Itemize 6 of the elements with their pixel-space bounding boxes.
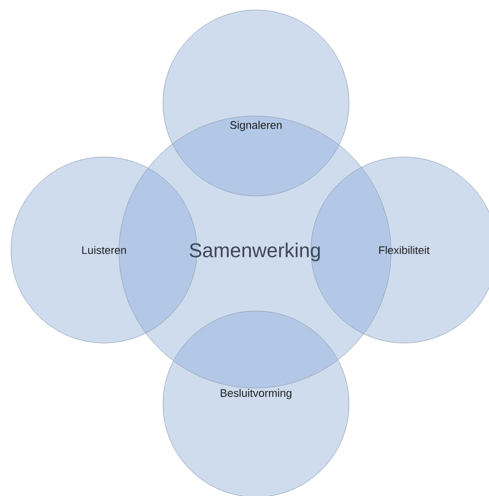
circle-label: Besluitvorming xyxy=(220,388,292,400)
circle-label: Flexibiliteit xyxy=(379,246,430,254)
circle xyxy=(162,10,350,196)
circle-label: Luisteren xyxy=(82,246,126,254)
center-label: Samenwerking xyxy=(190,242,320,262)
circle-label: Signaleren xyxy=(230,120,282,132)
